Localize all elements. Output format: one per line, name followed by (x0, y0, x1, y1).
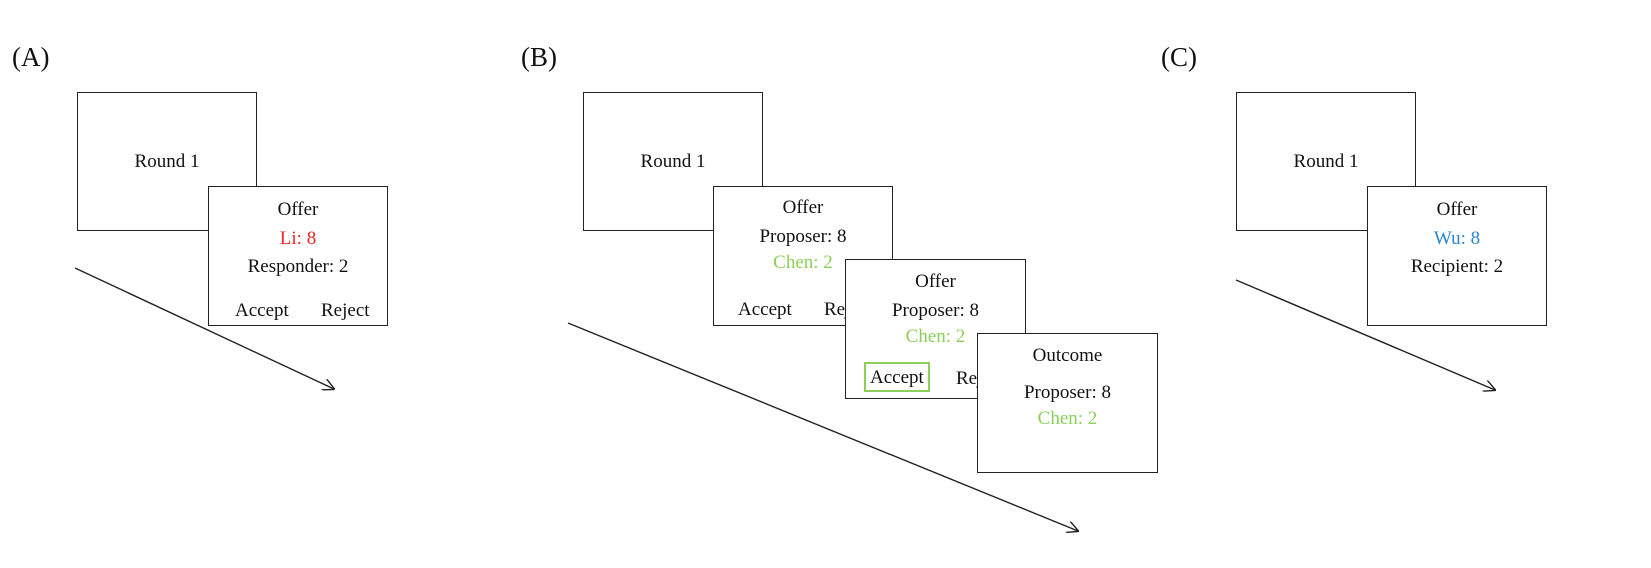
round-title: Round 1 (640, 151, 706, 172)
outcome-screen-b: Outcome Proposer: 8 Chen: 2 (977, 333, 1158, 473)
proposer-share: Proposer: 8 (759, 226, 847, 247)
proposer-share-li: Li: 8 (279, 228, 317, 249)
outcome-title: Outcome (1032, 345, 1103, 366)
offer-screen-a: Offer Li: 8 Responder: 2 Accept Reject (208, 186, 388, 326)
offer-title: Offer (1436, 199, 1478, 220)
time-arrow-c (1235, 279, 1495, 390)
accept-option[interactable]: Accept (738, 299, 792, 320)
offer-screen-c: Offer Wu: 8 Recipient: 2 (1367, 186, 1547, 326)
round-title: Round 1 (134, 151, 200, 172)
panel-label-c: (C) (1161, 42, 1197, 72)
offer-title: Offer (277, 199, 319, 220)
panel-label-b: (B) (521, 42, 557, 72)
offer-title: Offer (782, 197, 824, 218)
recipient-share: Recipient: 2 (1410, 256, 1504, 277)
round-title: Round 1 (1293, 151, 1359, 172)
responder-share: Responder: 2 (247, 256, 349, 277)
accept-option[interactable]: Accept (235, 300, 289, 321)
responder-share-chen: Chen: 2 (905, 326, 966, 347)
responder-share-chen: Chen: 2 (773, 252, 833, 273)
offer-title: Offer (915, 271, 956, 292)
proposer-share: Proposer: 8 (1023, 382, 1112, 403)
time-arrow-b (567, 322, 1078, 531)
responder-share-chen: Chen: 2 (1037, 408, 1098, 429)
time-arrow-a (74, 267, 334, 389)
panel-label-a: (A) (12, 42, 50, 72)
proposer-share-wu: Wu: 8 (1433, 228, 1481, 249)
proposer-share: Proposer: 8 (891, 300, 980, 321)
accept-option-selected[interactable]: Accept (864, 362, 930, 392)
reject-option[interactable]: Reject (321, 300, 370, 321)
